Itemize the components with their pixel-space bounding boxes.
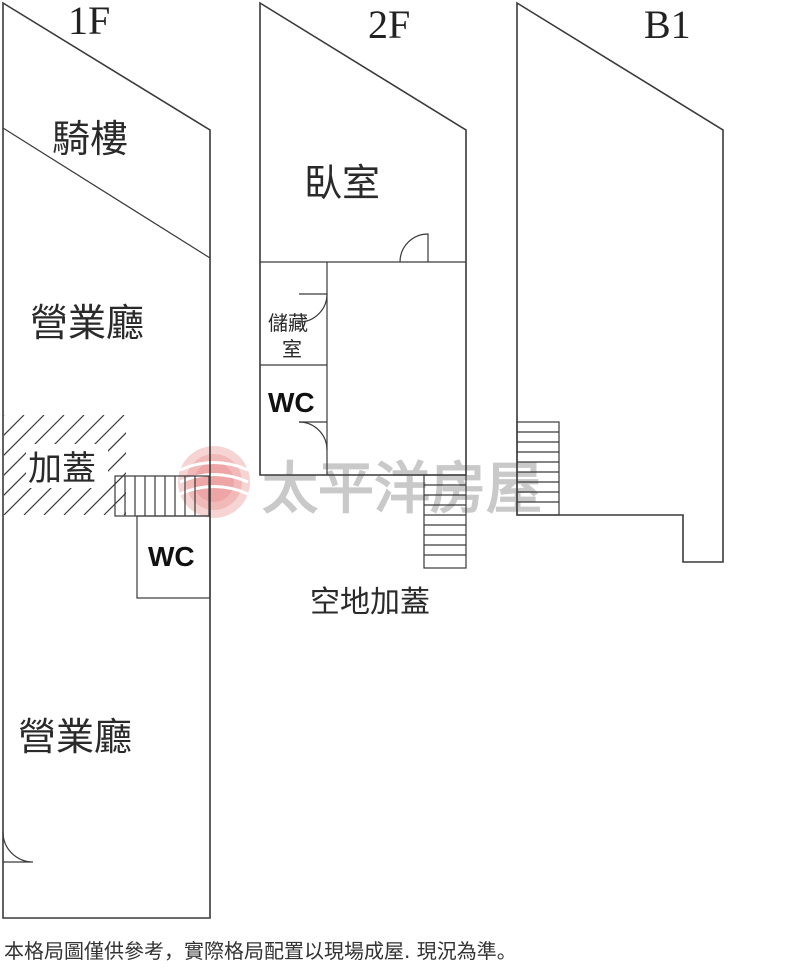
room-storage-label-1: 儲藏 [268, 311, 308, 335]
floor-1f: 1F 騎樓 營業廳 加蓋 [2, 0, 211, 919]
outside-extension-label: 空地加蓋 [310, 585, 430, 620]
room-hall-upper-label: 營業廳 [30, 301, 144, 345]
watermark-text: 太平洋房屋 [262, 456, 542, 522]
wc-1f-label: WC [148, 541, 195, 572]
watermark-logo [178, 446, 250, 518]
wc-1f-room [136, 515, 211, 599]
arcade-divider [2, 127, 211, 259]
stairs-2f [423, 474, 467, 569]
door-wc-2f [298, 421, 328, 451]
floor-b1: B1 [516, 1, 724, 563]
stairs-1f [114, 475, 210, 517]
watermark: 太平洋房屋 [178, 446, 542, 522]
wc-2f-label: WC [268, 387, 315, 418]
disclaimer-text: 本格局圖僅供參考，實際格局配置以現場成屋. 現況為準。 [4, 939, 517, 963]
room-storage-label-2: 室 [282, 337, 302, 361]
door-bedroom [399, 233, 429, 263]
floor-1f-outline [2, 1, 211, 919]
floor-b1-outline [516, 1, 724, 563]
room-hall-lower-label: 營業廳 [18, 715, 132, 759]
stairs-b1 [516, 421, 560, 516]
door-1f [2, 831, 34, 863]
room-arcade-label: 騎樓 [52, 117, 128, 161]
room-extension-label: 加蓋 [28, 449, 96, 489]
floor-2f: 2F 臥室 儲藏 室 WC 空地加蓋 [259, 1, 467, 620]
door-storage [298, 293, 328, 323]
floor-1f-label: 1F [68, 0, 110, 43]
floor-2f-label: 2F [368, 2, 410, 47]
extension-label-bg [26, 444, 108, 488]
floor-b1-label: B1 [644, 2, 691, 47]
room-bedroom-label: 臥室 [304, 161, 380, 205]
